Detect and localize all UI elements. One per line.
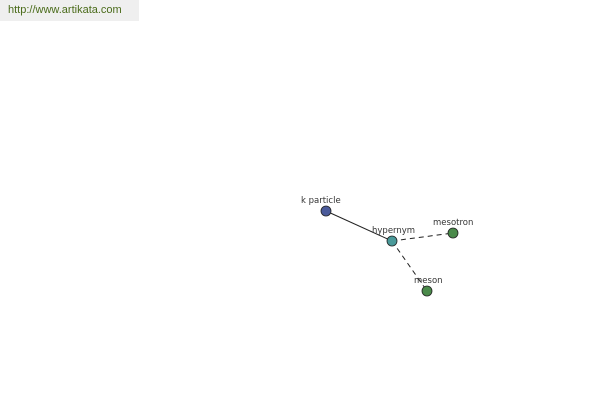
node-hypernym-label: hypernym — [372, 226, 415, 236]
node-hypernym[interactable]: hypernym — [372, 226, 415, 247]
node-mesotron[interactable]: mesotron — [433, 218, 473, 239]
node-mesotron-dot[interactable] — [447, 227, 459, 239]
node-meson-label: meson — [414, 276, 443, 286]
node-meson-dot[interactable] — [421, 285, 433, 297]
node-k-particle-label: k particle — [301, 196, 341, 206]
edge-k-particle-hypernym — [325, 210, 393, 242]
edge-hypernym-meson — [391, 240, 428, 292]
node-meson[interactable]: meson — [414, 276, 443, 297]
node-k-particle-dot[interactable] — [320, 205, 332, 217]
node-hypernym-dot[interactable] — [386, 235, 398, 247]
site-url-text: http://www.artikata.com — [8, 4, 122, 16]
node-mesotron-label: mesotron — [433, 218, 473, 228]
graph-edges — [325, 210, 454, 292]
node-k-particle[interactable]: k particle — [301, 196, 341, 217]
site-url-link[interactable]: http://www.artikata.com — [0, 0, 139, 21]
edge-hypernym-mesotron — [391, 232, 454, 242]
graph-nodes: k particle hypernym mesotron meson — [301, 196, 473, 297]
